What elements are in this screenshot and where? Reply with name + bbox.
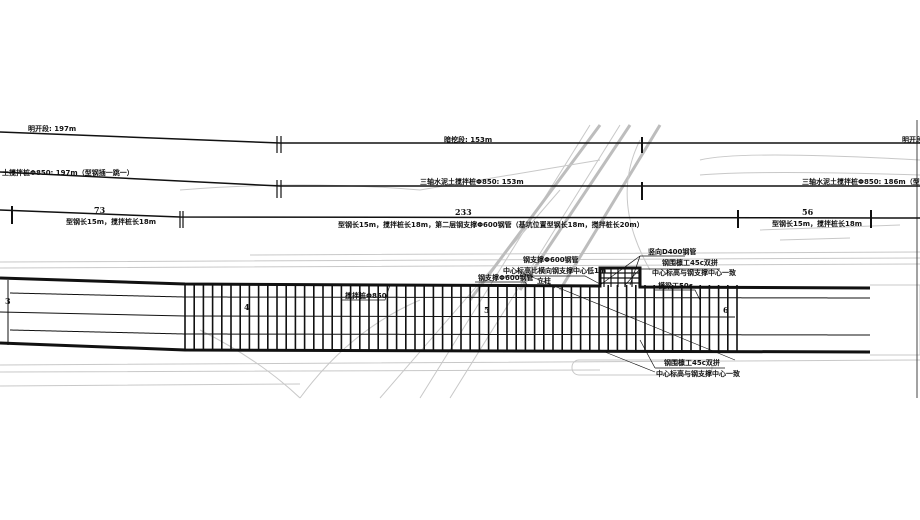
segment-label-right: 明开段 xyxy=(902,135,920,144)
pile-label-right: 三轴水泥土搅拌桩Φ850: 186m（型钢插一跳一 xyxy=(802,177,920,186)
section-marker-3: 3 xyxy=(5,296,11,306)
callout-steel-support: 钢支撑Φ600钢管 xyxy=(478,273,534,282)
background-map xyxy=(0,120,920,399)
segment-dimension-line xyxy=(0,131,920,153)
section-marker-4: 4 xyxy=(244,302,250,312)
length-dimension-line xyxy=(0,206,920,228)
callout-support-upper-2: 中心标高比横向钢支撑中心低1m xyxy=(503,266,606,275)
dimension-value-1: 73 xyxy=(94,205,106,215)
segment-label-left: 明开段: 197m xyxy=(28,124,76,133)
callout-waler-bottom-1: 钢围檩工45c双拼 xyxy=(664,358,720,367)
pile-label-middle: 三轴水泥土搅拌桩Φ850: 153m xyxy=(420,177,524,186)
dimension-note-3: 型钢长15m，搅拌桩长18m xyxy=(772,219,862,228)
dimension-value-2: 233 xyxy=(455,207,472,217)
pile-label-left: 土搅拌桩Φ850: 197m（型钢插一跳一） xyxy=(2,168,134,177)
dimension-note-1: 型钢长15m，搅拌桩长18m xyxy=(66,217,156,226)
callout-support-upper-1: 钢支撑Φ600钢管 xyxy=(523,255,579,264)
callout-waler-top-1: 钢围檩工45c双拼 xyxy=(662,258,718,267)
callout-beam: 横梁工50c xyxy=(658,281,693,290)
callout-pile: 搅拌桩Φ850 xyxy=(345,291,387,300)
segment-label-middle: 暗挖段: 153m xyxy=(444,135,492,144)
callout-waler-bottom-2: 中心标高与钢支撑中心一致 xyxy=(656,369,741,378)
callout-leaders xyxy=(342,255,725,369)
section-marker-6: 6 xyxy=(723,305,729,315)
dimension-value-3: 56 xyxy=(802,207,814,217)
callout-vertical-pipe: 竖向D400钢管 xyxy=(648,247,696,256)
section-marker-5: 5 xyxy=(484,305,490,315)
callout-column: 立柱 xyxy=(537,276,551,285)
excavation-pit-plan xyxy=(0,266,871,373)
pile-dimension-line xyxy=(0,171,920,200)
callout-waler-top-2: 中心标高与钢支撑中心一致 xyxy=(652,268,737,277)
dimension-note-2: 型钢长15m，搅拌桩长18m，第二层钢支撑Φ600钢管（基坑位置型钢长18m，搅… xyxy=(338,220,644,229)
